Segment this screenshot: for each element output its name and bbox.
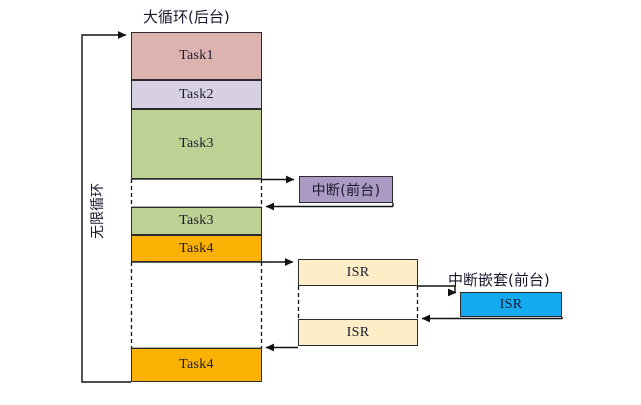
interrupt-block-label: 中断(前台) [311, 182, 381, 199]
interrupt-block-foreground[interactable]: 中断(前台) [299, 176, 393, 203]
arrow-nested-isr-return [421, 314, 563, 323]
task-block-label: Task4 [179, 240, 214, 256]
background-loop-title: 大循环(后台) [143, 8, 230, 26]
nested-isr-block[interactable]: ISR [460, 292, 562, 317]
task-block-label: Task3 [179, 213, 214, 228]
task-block-task3-resume[interactable]: Task3 [131, 207, 262, 235]
infinite-loop-bracket [81, 31, 131, 383]
task-block-label: Task1 [179, 48, 214, 63]
task-block-task1[interactable]: Task1 [131, 32, 262, 80]
background-dashed-guides [130, 178, 263, 349]
task-block-label: Task3 [179, 136, 214, 151]
isr-block-label: ISR [346, 324, 370, 340]
isr-block-second[interactable]: ISR [298, 319, 418, 346]
isr-block-label: ISR [346, 264, 370, 280]
task-block-task4-first[interactable]: Task4 [131, 235, 262, 262]
task-block-label: Task4 [179, 357, 214, 372]
task-block-task4-resume[interactable]: Task4 [131, 348, 262, 382]
task-block-task2[interactable]: Task2 [131, 80, 262, 109]
task-block-task3-first[interactable]: Task3 [131, 109, 262, 179]
isr-dashed-guides [297, 286, 419, 320]
isr-block-first[interactable]: ISR [298, 259, 418, 286]
arrow-isr-to-nested-isr [418, 285, 457, 297]
infinite-loop-label: 无限循环 [90, 183, 106, 239]
nested-isr-block-label: ISR [499, 296, 523, 312]
task-block-label: Task2 [179, 86, 214, 102]
arrow-interrupt-return [265, 202, 394, 211]
nested-interrupt-title: 中断嵌套(前台) [448, 271, 550, 289]
